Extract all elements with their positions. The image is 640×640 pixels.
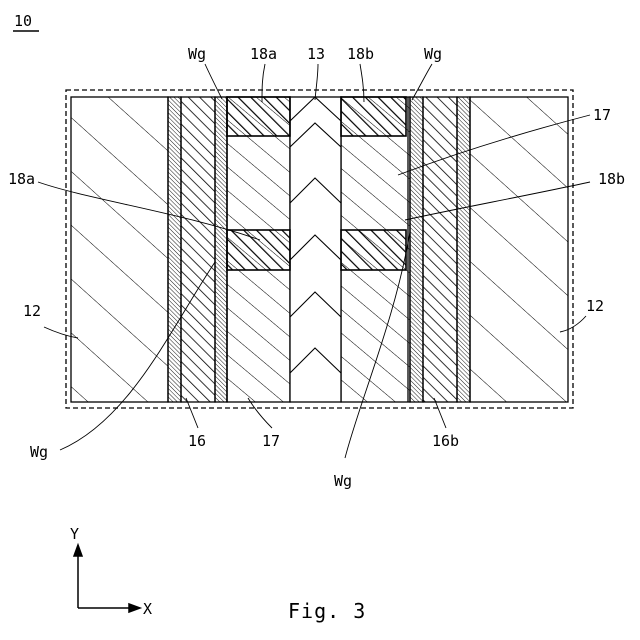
column-13 — [290, 97, 341, 402]
label-12-left: 12 — [23, 302, 41, 320]
figure-ref-number: 10 — [14, 12, 32, 30]
wg-strip-left-inner — [215, 97, 227, 402]
label-wg-top-left: Wg — [188, 45, 206, 63]
layer-16 — [181, 97, 215, 402]
label-18b-top: 18b — [347, 45, 374, 63]
coordinate-axes — [74, 545, 140, 612]
label-18a-left: 18a — [8, 170, 35, 188]
block-18a-top — [227, 97, 290, 136]
label-16b: 16b — [432, 432, 459, 450]
block-18b-top — [341, 97, 406, 136]
label-17-bottom: 17 — [262, 432, 280, 450]
axis-label-y: Y — [70, 525, 79, 543]
label-12-right: 12 — [586, 297, 604, 315]
wg-strip-right-outer — [457, 97, 470, 402]
label-18b-right: 18b — [598, 170, 625, 188]
figure-caption: Fig. 3 — [288, 599, 366, 623]
layer-16b — [423, 97, 457, 402]
label-18a-top: 18a — [250, 45, 277, 63]
label-wg-top-right: Wg — [424, 45, 442, 63]
region-12-right — [470, 97, 568, 402]
block-18a-mid — [227, 230, 290, 270]
label-16: 16 — [188, 432, 206, 450]
label-17-right: 17 — [593, 106, 611, 124]
wg-strip-left-outer — [168, 97, 181, 402]
region-12-left — [71, 97, 168, 402]
block-18b-mid — [341, 230, 406, 270]
label-wg-bottom-center: Wg — [334, 472, 352, 490]
wg-strip-right-inner — [410, 97, 423, 402]
label-13: 13 — [307, 45, 325, 63]
label-wg-bottom-left: Wg — [30, 443, 48, 461]
axis-label-x: X — [143, 600, 152, 618]
